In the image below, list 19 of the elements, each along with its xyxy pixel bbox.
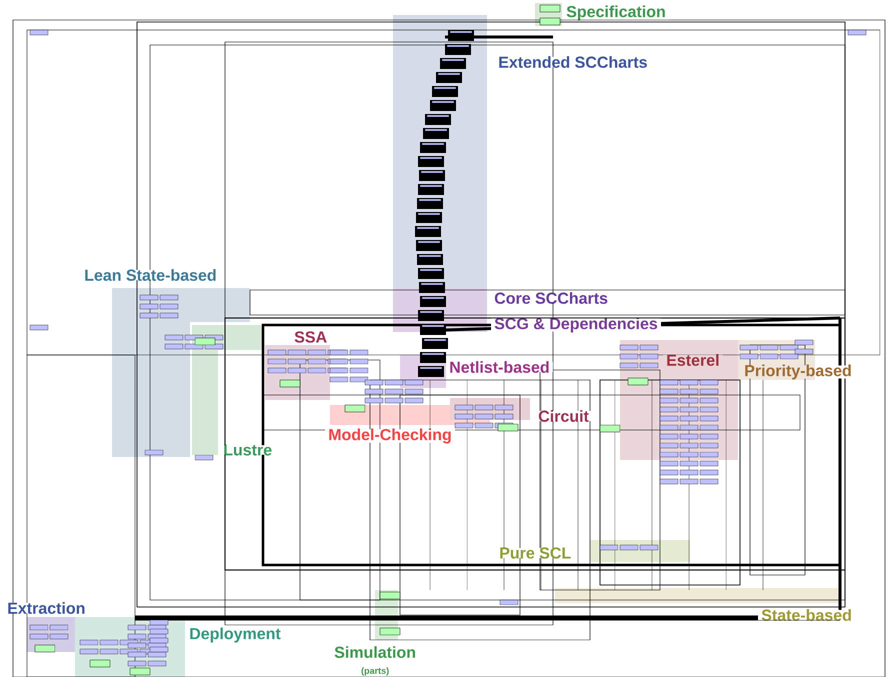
node-label: SSA <box>294 331 327 343</box>
node-label: Pure SCL <box>500 547 571 559</box>
node-label: Simulation <box>334 646 416 658</box>
node-label: Lustre <box>224 444 272 456</box>
labeled-band: Lustre <box>192 325 272 456</box>
node-label: Core SCCharts <box>494 292 608 304</box>
node-label: Model-Checking <box>329 428 451 444</box>
node-label: Specification <box>566 6 665 20</box>
node-label: Lean State-based <box>85 269 216 281</box>
node-label: Circuit <box>538 410 589 422</box>
labeled-band: State-based <box>555 588 851 621</box>
node-label: (parts) <box>362 667 389 676</box>
node-label: Extraction <box>8 602 84 614</box>
node-label: Netlist-based <box>450 361 549 373</box>
node-label: State-based <box>762 609 851 621</box>
labeled-band: Pure SCL <box>500 540 690 562</box>
node-label: SCG & Dependencies <box>494 318 658 332</box>
node-label: Extended SCCharts <box>499 56 647 68</box>
node-label: Deployment <box>190 628 281 642</box>
